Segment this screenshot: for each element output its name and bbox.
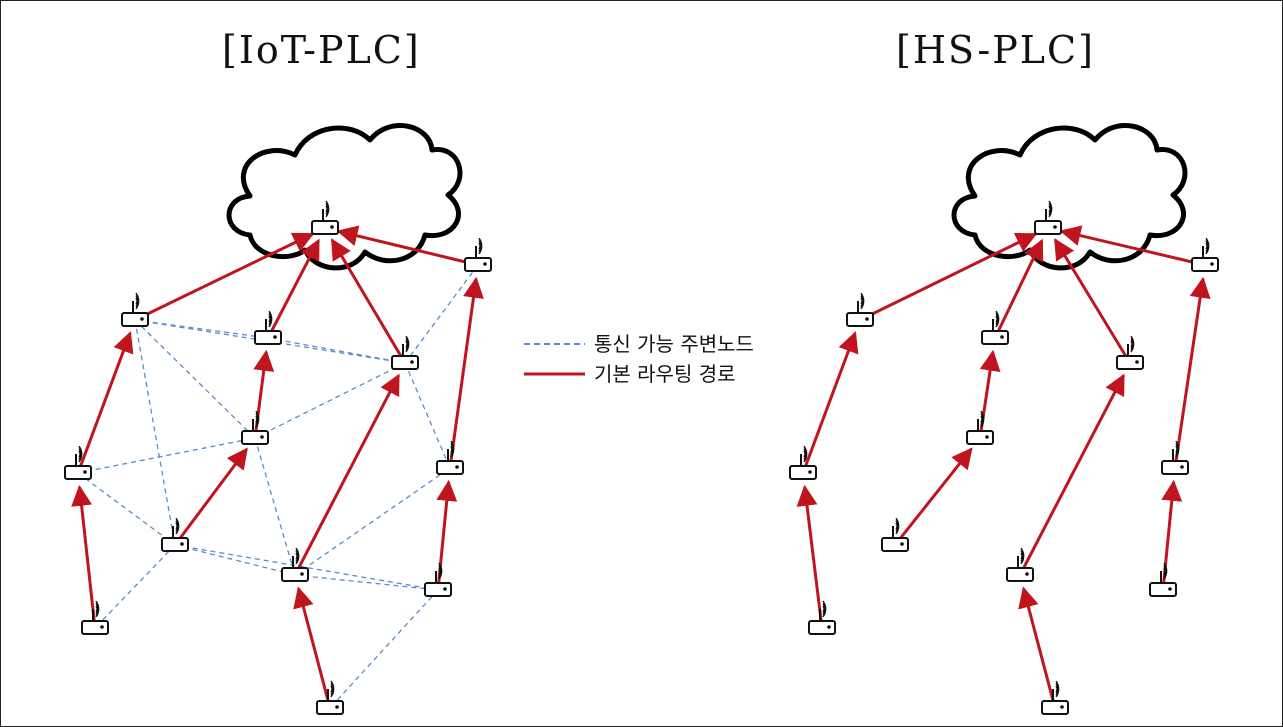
wireless-router-icon <box>64 445 92 480</box>
hs-route-link <box>1018 586 1057 709</box>
neighbor-link <box>404 362 451 469</box>
hs-route-link <box>993 238 1044 339</box>
hs-route-link <box>1059 225 1206 267</box>
wireless-router-icon <box>881 517 909 552</box>
wireless-router-icon <box>1191 237 1219 272</box>
routing-paths <box>71 225 1211 709</box>
iot-route-link <box>293 586 332 709</box>
iot-route-link <box>134 232 315 322</box>
hs-route-link <box>1018 373 1125 576</box>
neighbor-link <box>77 472 176 546</box>
neighbor-link <box>134 319 176 546</box>
iot-plc-title: [IoT-PLC] <box>222 28 421 72</box>
neighbor-link <box>77 437 256 474</box>
hs-route-link <box>1053 238 1132 364</box>
hs-route-link <box>893 447 973 546</box>
neighbor-link <box>267 337 406 364</box>
wireless-router-icon <box>424 562 452 597</box>
wireless-router-icon <box>1116 335 1144 370</box>
neighbor-link <box>329 589 439 709</box>
wireless-router-icon <box>161 517 189 552</box>
wireless-router-icon <box>981 310 1009 345</box>
iot-route-link <box>293 373 400 576</box>
wireless-router-icon <box>789 445 817 480</box>
neighbor-link <box>174 544 296 576</box>
neighbor-link <box>294 574 439 591</box>
iot-route-link <box>266 238 320 339</box>
iot-route-link <box>71 484 97 629</box>
cloud-icon-right <box>951 123 1188 271</box>
hs-plc-title: [HS-PLC] <box>896 28 1095 72</box>
wireless-router-icon <box>966 410 994 445</box>
neighbor-link <box>254 362 406 439</box>
iot-route-link <box>336 225 479 267</box>
wireless-router-icon <box>281 547 309 582</box>
neighbor-link <box>94 544 176 629</box>
wireless-router-icon <box>464 237 492 272</box>
wireless-router-icon <box>254 310 282 345</box>
neighbor-link <box>294 467 451 576</box>
wireless-router-icon <box>241 410 269 445</box>
wireless-router-icon <box>1041 680 1069 715</box>
iot-route-link <box>448 276 484 469</box>
wireless-router-icon <box>1161 440 1189 475</box>
iot-route-link <box>173 447 248 546</box>
legend-label-route: 기본 라우팅 경로 <box>594 362 736 386</box>
wireless-router-icon <box>846 292 874 327</box>
hs-route-link <box>801 331 859 474</box>
wireless-router-icon <box>316 680 344 715</box>
wireless-router-icon <box>1149 562 1177 597</box>
iot-route-link <box>330 238 407 364</box>
hs-route-link <box>796 484 824 629</box>
neighbor-link <box>134 319 256 439</box>
wireless-router-icon <box>311 200 339 235</box>
wireless-router-icon <box>121 292 149 327</box>
hs-route-link <box>859 232 1038 322</box>
wireless-router-icon <box>391 335 419 370</box>
wireless-router-icon <box>81 600 109 635</box>
legend-label-neighbor: 통신 가능 주변노드 <box>594 332 754 356</box>
iot-route-link <box>76 331 134 474</box>
hs-route-link <box>1173 276 1211 469</box>
wireless-router-icon <box>1034 200 1062 235</box>
wireless-router-icon <box>808 600 836 635</box>
cloud-icon-left <box>226 123 463 271</box>
wireless-router-icon <box>1006 547 1034 582</box>
router-nodes <box>64 200 1219 715</box>
wireless-router-icon <box>436 440 464 475</box>
neighbor-link <box>254 437 296 576</box>
legend: 통신 가능 주변노드 기본 라우팅 경로 <box>524 332 754 386</box>
